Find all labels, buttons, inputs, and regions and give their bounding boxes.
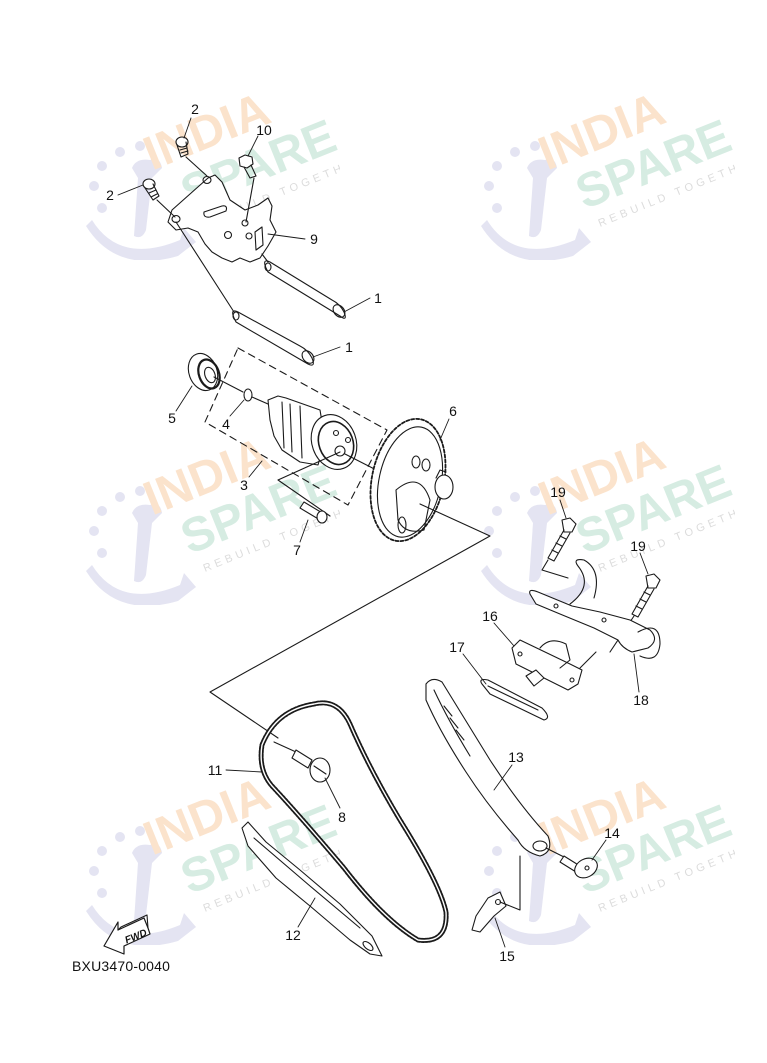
callout-c2a[interactable]: 2 bbox=[191, 101, 199, 117]
bolt-8 bbox=[273, 741, 331, 783]
circlip-4 bbox=[243, 388, 253, 402]
pin-1-upper bbox=[261, 253, 346, 319]
pin-1-lower bbox=[175, 221, 315, 366]
stopper-15 bbox=[471, 855, 521, 933]
fwd-arrow-icon bbox=[103, 914, 151, 955]
callout-c2b[interactable]: 2 bbox=[106, 187, 114, 203]
callout-c8[interactable]: 8 bbox=[338, 809, 346, 825]
callout-c4[interactable]: 4 bbox=[222, 416, 230, 432]
callout-c1b[interactable]: 1 bbox=[345, 339, 353, 355]
dowel-7 bbox=[277, 451, 341, 524]
tensioner-16 bbox=[511, 639, 597, 691]
callout-c18[interactable]: 18 bbox=[633, 692, 649, 708]
callout-c10[interactable]: 10 bbox=[256, 122, 272, 138]
callout-c17[interactable]: 17 bbox=[449, 639, 465, 655]
bracket-18 bbox=[529, 559, 661, 659]
callout-c15[interactable]: 15 bbox=[499, 948, 515, 964]
callout-c6[interactable]: 6 bbox=[449, 403, 457, 419]
callout-c16[interactable]: 16 bbox=[482, 608, 498, 624]
leader-lines bbox=[117, 117, 649, 948]
callout-c13[interactable]: 13 bbox=[508, 749, 524, 765]
bracket-plate bbox=[167, 174, 277, 263]
sprocket-6 bbox=[369, 417, 454, 543]
callout-c3[interactable]: 3 bbox=[240, 477, 248, 493]
chain-guide-13 bbox=[425, 678, 551, 857]
chain-guide-12 bbox=[241, 821, 383, 957]
callout-c19b[interactable]: 19 bbox=[630, 538, 646, 554]
bolt-10 bbox=[238, 154, 257, 223]
callout-c5[interactable]: 5 bbox=[168, 410, 176, 426]
callout-c1a[interactable]: 1 bbox=[374, 290, 382, 306]
callout-c12[interactable]: 12 bbox=[285, 927, 301, 943]
camshaft-3 bbox=[267, 395, 358, 470]
callout-c9[interactable]: 9 bbox=[310, 231, 318, 247]
bolt-2-top bbox=[175, 136, 208, 177]
callout-c19a[interactable]: 19 bbox=[550, 484, 566, 500]
callout-c11[interactable]: 11 bbox=[207, 762, 223, 778]
bolt-14 bbox=[545, 847, 598, 879]
diagram-code: BXU3470-0040 bbox=[72, 958, 171, 974]
callout-c14[interactable]: 14 bbox=[604, 825, 620, 841]
bearing-5 bbox=[187, 352, 221, 392]
callout-c7[interactable]: 7 bbox=[293, 542, 301, 558]
timing-chain-11 bbox=[258, 700, 449, 943]
bolt-2-left bbox=[142, 178, 176, 218]
gasket-17 bbox=[480, 678, 549, 721]
bolt-19-a bbox=[541, 517, 577, 579]
